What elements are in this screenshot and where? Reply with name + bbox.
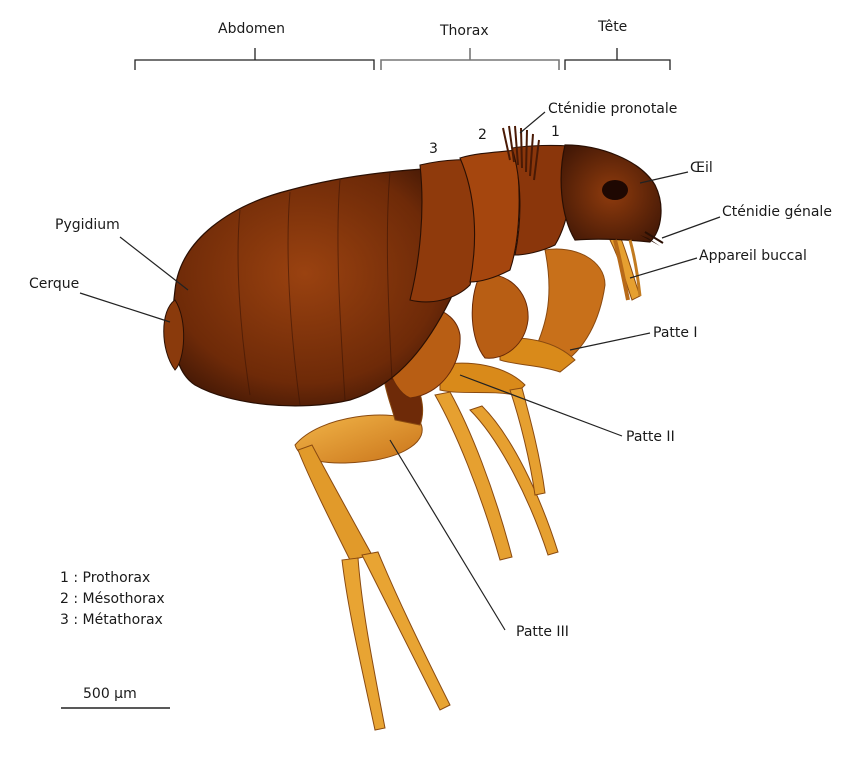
- label-pygidium: Pygidium: [55, 217, 120, 233]
- bracket-thorax: [381, 48, 559, 70]
- label-ctenidie-pronotale: Cténidie pronotale: [548, 101, 677, 117]
- bracket-tete: [565, 48, 670, 70]
- label-patte-2: Patte II: [626, 429, 675, 445]
- eye: [602, 180, 628, 200]
- label-appareil-buccal: Appareil buccal: [699, 248, 807, 264]
- segment-2: 2: [478, 127, 487, 143]
- legend-item-mesothorax: 2 : Mésothorax: [60, 589, 165, 610]
- leg-3: [295, 360, 450, 730]
- legend-item-metathorax: 3 : Métathorax: [60, 610, 165, 631]
- leader-ctenidie-genale: [662, 217, 720, 238]
- label-patte-3: Patte III: [516, 624, 569, 640]
- label-thorax: Thorax: [440, 23, 489, 39]
- leader-pygidium: [120, 237, 188, 290]
- legend: 1 : Prothorax 2 : Mésothorax 3 : Métatho…: [60, 568, 165, 631]
- segment-3: 3: [429, 141, 438, 157]
- scale-bar-label: 500 µm: [83, 686, 137, 702]
- label-cerque: Cerque: [29, 276, 79, 292]
- leader-appareil-buccal: [630, 258, 697, 278]
- leg-2: [435, 363, 558, 560]
- leader-ctenidie-pronotale: [520, 112, 545, 133]
- thorax-body: [410, 145, 572, 301]
- segment-1: 1: [551, 124, 560, 140]
- leader-patte-3: [390, 440, 505, 630]
- label-patte-1: Patte I: [653, 325, 698, 341]
- leader-cerque: [80, 293, 170, 322]
- label-tete: Tête: [598, 19, 627, 35]
- label-abdomen: Abdomen: [218, 21, 285, 37]
- legend-item-prothorax: 1 : Prothorax: [60, 568, 165, 589]
- label-ctenidie-genale: Cténidie génale: [722, 204, 832, 220]
- bracket-abdomen: [135, 48, 374, 70]
- label-oeil: Œil: [690, 160, 713, 176]
